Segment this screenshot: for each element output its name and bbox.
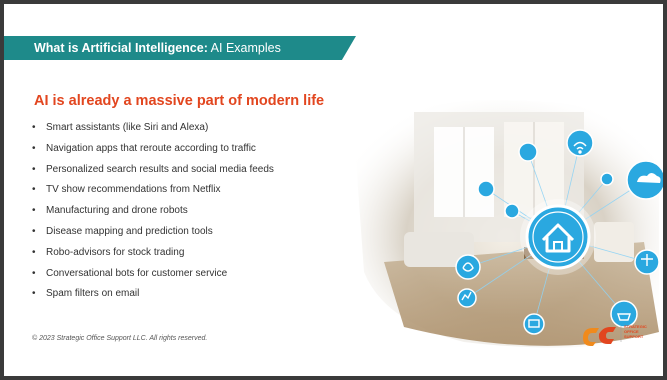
list-item: •Manufacturing and drone robots — [32, 205, 188, 217]
company-logo — [583, 326, 622, 346]
section-heading: AI is already a massive part of modern l… — [34, 93, 325, 109]
logo-wordmark: STRATEGIC OFFICE SUPPORT — [624, 324, 647, 339]
list-item: •Robo-advisors for stock trading — [32, 246, 185, 258]
title-bar: What is Artificial Intelligence: AI Exam… — [4, 36, 356, 60]
list-item: •TV show recommendations from Netflix — [32, 184, 221, 196]
title-bold: What is Artificial Intelligence: — [34, 41, 208, 55]
list-item: •Smart assistants (like Siri and Alexa) — [32, 122, 209, 133]
slide: What is Artificial Intelligence: AI Exam… — [4, 4, 663, 376]
title-rest: AI Examples — [207, 41, 281, 55]
list-item: •Spam filters on email — [32, 288, 140, 300]
copyright-footer: © 2023 Strategic Office Support LLC. All… — [32, 335, 208, 342]
list-item: •Conversational bots for customer servic… — [32, 267, 228, 279]
list-item: •Disease mapping and prediction tools — [32, 225, 213, 237]
smart-home-illustration — [354, 100, 663, 348]
list-item: •Personalized search results and social … — [32, 163, 274, 175]
copyright-icon: © — [32, 335, 38, 342]
bullet-list: •Smart assistants (like Siri and Alexa) … — [30, 118, 274, 305]
list-item: •Navigation apps that reroute according … — [32, 142, 256, 154]
